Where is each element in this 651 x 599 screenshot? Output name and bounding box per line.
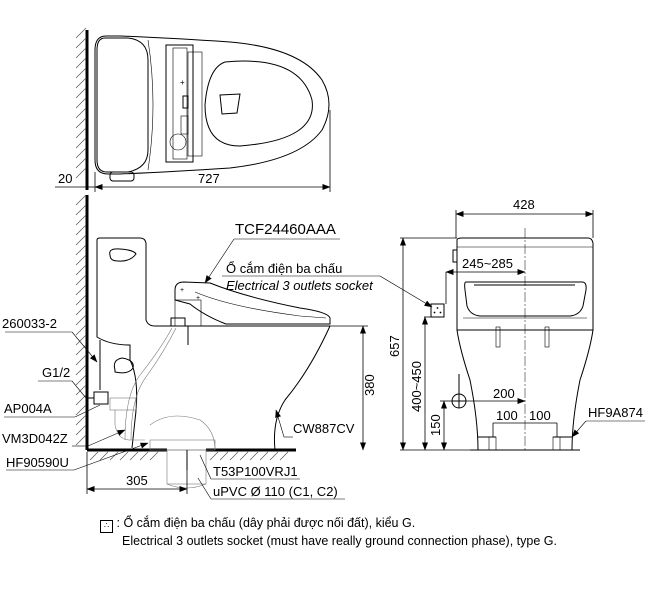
dim-socket-height: 400~450	[409, 361, 424, 412]
dim-wall-gap: 20	[58, 171, 72, 186]
part-t53p100vrj1: T53P100VRJ1	[213, 464, 298, 479]
bowl-side	[274, 325, 331, 451]
tank-side	[96, 240, 138, 449]
dim-length: 727	[198, 171, 220, 186]
seat-control-panel	[165, 44, 194, 163]
hatch-side	[75, 194, 289, 461]
dim-socket-offset: 245~285	[462, 256, 513, 271]
part-g1-2: G1/2	[42, 365, 70, 380]
stop-valve	[93, 391, 109, 405]
toilet-top-outline	[94, 35, 330, 175]
dim-rim-height: 380	[362, 374, 377, 396]
legend-note: ∴ : Ổ cắm điện ba chấu (dây phải được nố…	[100, 515, 557, 549]
part-vm3d042z: VM3D042Z	[2, 431, 68, 446]
dim-bolt-left: 100	[496, 408, 518, 423]
front-view: 428 245~285 657 400~450 150 200 100 100 …	[387, 197, 645, 452]
legend-separator: :	[116, 516, 120, 530]
top-view: + 20 727	[55, 27, 331, 192]
dim-valve-offset: 200	[493, 386, 515, 401]
side-view: + + TCF24460AAA Ổ cắm điện ba chấu Elect…	[2, 194, 433, 500]
flush-button	[109, 248, 137, 262]
part-hf9a874: HF9A874	[588, 405, 643, 420]
svg-text:+: +	[180, 78, 185, 87]
seat-front	[464, 281, 587, 317]
tank-front	[456, 237, 594, 331]
dim-total-height: 657	[387, 335, 402, 357]
part-260033-2: 260033-2	[2, 316, 57, 331]
part-cw887cv: CW887CV	[293, 421, 355, 436]
socket-symbol-icon: ∴	[100, 520, 113, 533]
dim-bolt-right: 100	[529, 408, 551, 423]
supply-hose	[113, 357, 134, 374]
wall-hatch-top	[75, 27, 87, 179]
outlet-hole	[219, 93, 241, 115]
socket-symbol-icon	[430, 303, 445, 318]
label-socket-en: Electrical 3 outlets socket	[226, 278, 374, 293]
smart-seat-side	[174, 281, 331, 325]
label-seat-model: TCF24460AAA	[235, 221, 336, 238]
part-ap004a: AP004A	[4, 401, 52, 416]
dim-rough-in: 305	[126, 473, 148, 488]
part-hf90590u: HF90590U	[6, 455, 69, 470]
legend-text-vi: Ổ cắm điện ba chấu (dây phải được nối đấ…	[123, 516, 416, 530]
dim-width: 428	[513, 197, 535, 212]
label-socket-vi: Ổ cắm điện ba chấu	[226, 261, 342, 276]
bowl-top	[204, 60, 313, 147]
legend-line-vi: ∴ : Ổ cắm điện ba chấu (dây phải được nố…	[100, 515, 557, 533]
svg-text:+: +	[180, 287, 184, 294]
svg-text:+: +	[196, 295, 200, 302]
part-upvc-pipe: uPVC Ø 110 (C1, C2)	[213, 484, 338, 499]
legend-text-en: Electrical 3 outlets socket (must have r…	[122, 534, 557, 548]
dim-valve-height: 150	[428, 414, 443, 436]
tank-top	[96, 37, 149, 173]
wall-hatch-side	[76, 195, 86, 215]
